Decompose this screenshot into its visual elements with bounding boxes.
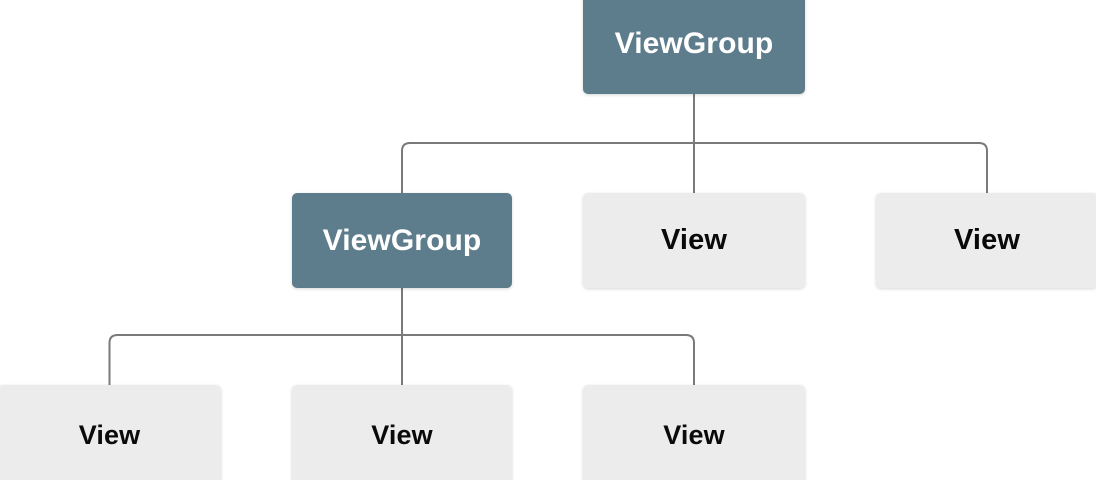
edge-l3-c (402, 334, 695, 385)
edge-l2-c (694, 142, 988, 193)
node-viewgroup-root[interactable]: ViewGroup (583, 0, 805, 94)
node-label: View (78, 419, 141, 450)
edge-l2-a (401, 142, 694, 193)
node-label: View (661, 224, 727, 256)
node-view-level3-1[interactable]: View (0, 385, 221, 480)
node-view-level2-1[interactable]: View (583, 193, 805, 288)
node-label: View (663, 419, 725, 450)
node-label: View (954, 224, 1020, 256)
node-label: ViewGroup (322, 223, 482, 257)
edge-l3-a (108, 334, 402, 385)
node-viewgroup-child[interactable]: ViewGroup (292, 193, 512, 288)
node-view-level3-2[interactable]: View (292, 385, 512, 480)
node-label: ViewGroup (614, 27, 774, 60)
node-view-level3-3[interactable]: View (583, 385, 805, 480)
node-label: View (371, 419, 433, 450)
node-view-level2-2[interactable]: View (876, 193, 1096, 288)
